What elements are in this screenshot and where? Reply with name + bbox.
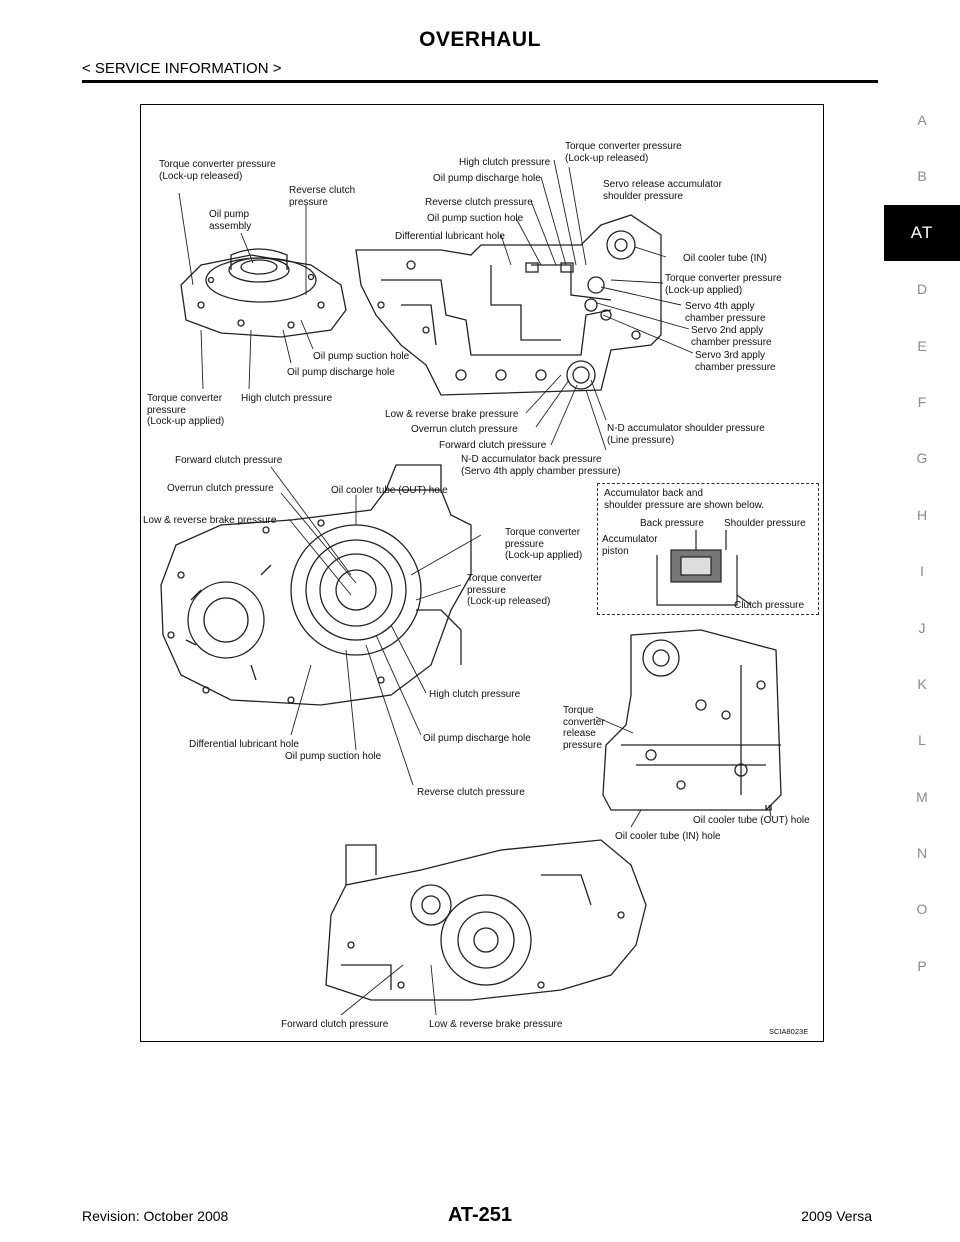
callout-high-clutch-3: High clutch pressure [429, 689, 521, 700]
callout-oil-pump-discharge-3: Oil pump discharge hole [423, 733, 531, 744]
callout-tc-lockup-applied-3: Torque converter pressure (Lock-up appli… [505, 527, 583, 561]
callout-reverse-clutch-3: Reverse clutch pressure [417, 787, 525, 798]
callout-forward-2: Forward clutch pressure [175, 455, 283, 466]
footer-revision: Revision: October 2008 [82, 1208, 229, 1224]
page-title: OVERHAUL [419, 28, 541, 51]
callout-low-reverse-2: Low & reverse brake pressure [143, 515, 277, 526]
index-tab-i[interactable]: I [920, 563, 924, 580]
callout-oil-cooler-in-hole: Oil cooler tube (IN) hole [615, 831, 721, 842]
callout-reverse-clutch-2: Reverse clutch pressure [425, 197, 533, 208]
index-tab-p[interactable]: P [917, 957, 927, 974]
callout-tc-lockup-released-2: Torque converter pressure (Lock-up relea… [565, 141, 682, 164]
accumulator-note-box: Accumulator back and shoulder pressure a… [597, 483, 819, 615]
callout-oil-pump-suction-3: Oil pump suction hole [285, 751, 382, 762]
callout-oil-cooler-out-2: Oil cooler tube (OUT) hole [693, 815, 810, 826]
accumulator-detail-drawing [656, 530, 752, 606]
lower-case-drawing [325, 839, 647, 1001]
callout-oil-cooler-out-1: Oil cooler tube (OUT) hole [331, 485, 448, 496]
callout-tc-lockup-applied-1: Torque converter pressure (Lock-up appli… [147, 393, 225, 427]
transmission-fluid-passage-figure: Torque converter pressure (Lock-up relea… [140, 104, 824, 1042]
footer-model: 2009 Versa [801, 1208, 872, 1224]
callout-servo-3rd: Servo 3rd apply chamber pressure [695, 350, 776, 373]
index-tab-b[interactable]: B [917, 168, 927, 185]
header-rule [82, 80, 878, 83]
callout-high-clutch-2: High clutch pressure [459, 157, 551, 168]
section-index-tabs: A B AT D E F G H I J K L M N O P [884, 92, 960, 994]
callout-diff-lube-1: Differential lubricant hole [395, 231, 505, 242]
valve-body-drawing [355, 214, 662, 396]
callout-oil-cooler-in: Oil cooler tube (IN) [683, 253, 767, 264]
callout-servo-release: Servo release accumulator shoulder press… [603, 179, 722, 202]
index-tab-e[interactable]: E [917, 337, 927, 354]
oil-pump-assembly-drawing [180, 248, 347, 338]
section-label: < SERVICE INFORMATION > [82, 60, 282, 77]
callout-overrun-2: Overrun clutch pressure [167, 483, 274, 494]
index-tab-l[interactable]: L [918, 732, 926, 749]
index-tab-h[interactable]: H [916, 506, 928, 523]
callout-tc-lockup-released-1: Torque converter pressure (Lock-up relea… [159, 159, 276, 182]
callout-overrun-1: Overrun clutch pressure [411, 424, 518, 435]
index-tab-j[interactable]: J [918, 619, 926, 636]
note-heading: Accumulator back and shoulder pressure a… [604, 488, 765, 511]
callout-nd-shoulder: N-D accumulator shoulder pressure (Line … [607, 423, 765, 446]
callout-high-clutch-1: High clutch pressure [241, 393, 333, 404]
page-number: AT-251 [447, 1204, 513, 1226]
note-clutch-pressure: Clutch pressure [734, 600, 805, 611]
callout-low-reverse-3: Low & reverse brake pressure [429, 1019, 563, 1030]
index-tab-f[interactable]: F [917, 393, 927, 410]
callout-diff-lube-2: Differential lubricant hole [189, 739, 299, 750]
index-tab-n[interactable]: N [916, 845, 928, 862]
callout-tc-release: Torque converter release pressure [563, 705, 605, 751]
callout-forward-3: Forward clutch pressure [281, 1019, 389, 1030]
index-tab-m[interactable]: M [916, 788, 928, 805]
callout-oil-pump-suction-1: Oil pump suction hole [313, 351, 410, 362]
callout-forward-1: Forward clutch pressure [439, 440, 547, 451]
callout-servo-4th: Servo 4th apply chamber pressure [685, 301, 766, 324]
transmission-case-drawing [160, 464, 472, 706]
index-tab-d[interactable]: D [916, 281, 928, 298]
callout-tc-lockup-released-3: Torque converter pressure (Lock-up relea… [467, 573, 551, 607]
transmission-drawing [160, 159, 782, 1016]
index-tab-o[interactable]: O [916, 901, 928, 918]
note-shoulder-pressure: Shoulder pressure [724, 518, 806, 529]
callout-oil-pump-suction-2: Oil pump suction hole [427, 213, 524, 224]
index-tab-g[interactable]: G [916, 450, 928, 467]
callout-oil-pump-discharge-1: Oil pump discharge hole [287, 367, 395, 378]
leader-lines [178, 159, 772, 1016]
index-tab-k[interactable]: K [917, 675, 927, 692]
callout-nd-back: N-D accumulator back pressure (Servo 4th… [461, 454, 621, 477]
note-back-pressure: Back pressure [640, 518, 704, 529]
side-housing-drawing [602, 629, 782, 811]
index-tab-a[interactable]: A [917, 112, 927, 128]
figure-id: SCIA8023E [769, 1027, 809, 1036]
callout-oil-pump-discharge-2: Oil pump discharge hole [433, 173, 541, 184]
callout-low-reverse-1: Low & reverse brake pressure [385, 409, 519, 420]
callout-servo-2nd: Servo 2nd apply chamber pressure [691, 325, 772, 348]
index-tab-at[interactable]: AT [884, 204, 960, 262]
note-accumulator-piston: Accumulator piston [602, 534, 658, 557]
callout-oil-pump-assembly: Oil pump assembly [209, 209, 252, 232]
callout-reverse-clutch-1: Reverse clutch pressure [289, 185, 356, 208]
callout-tc-lockup-applied-2: Torque converter pressure (Lock-up appli… [665, 273, 782, 296]
